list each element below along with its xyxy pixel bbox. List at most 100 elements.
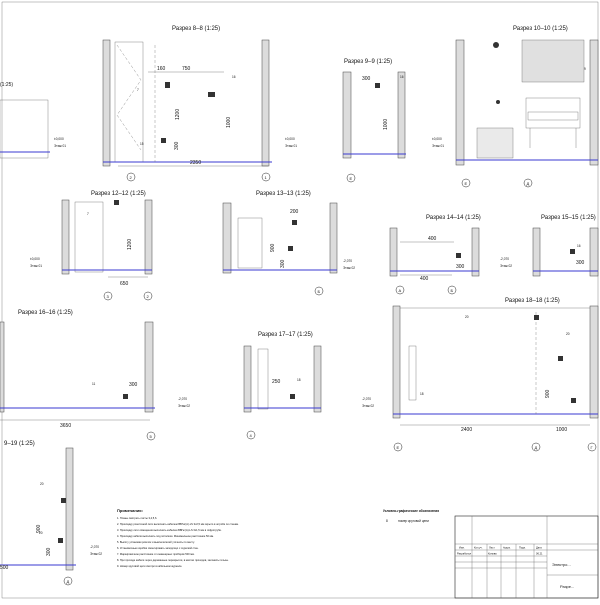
svg-text:Е: Е (350, 176, 353, 181)
note-line: 1. Планы смотреть листы 3,4,5,6. (117, 516, 157, 520)
svg-text:400: 400 (420, 276, 429, 282)
note-line: 9. Номер круговой цепи смотри в кабельно… (117, 564, 183, 568)
svg-text:20: 20 (566, 332, 570, 336)
note-line: 5. Высоту установки розеток и выключател… (117, 540, 195, 544)
svg-text:1: 1 (265, 175, 268, 180)
svg-text:-2,070: -2,070 (500, 257, 509, 261)
svg-text:Этаж 01: Этаж 01 (30, 264, 42, 268)
note-line: 6. Установочные коробки смонтировать зап… (117, 546, 199, 550)
svg-text:2400: 2400 (461, 427, 472, 433)
section-13: Разрез 13–13 (1:25) 200 900 300 Б -2,070… (222, 191, 355, 296)
svg-text:Конова: Конова (488, 552, 497, 556)
section-16: Разрез 16–16 (1:25) 300 11 3650 5 -2,070… (0, 310, 190, 441)
note-line: 4. Прокладку кабеля выполнять под потолк… (117, 534, 214, 538)
svg-text:4: 4 (250, 433, 253, 438)
legend-symbol: 8 (386, 519, 388, 523)
svg-text:Б: Б (318, 289, 321, 294)
section-8: Разрез 8–8 (1:25) 160 750 1200 1000 300 … (102, 26, 297, 182)
svg-text:3: 3 (107, 294, 110, 299)
section-12-title: Разрез 12–12 (1:25) (91, 191, 146, 197)
svg-text:300: 300 (46, 547, 52, 556)
svg-text:2: 2 (130, 175, 133, 180)
svg-text:Е: Е (465, 181, 468, 186)
svg-text:11: 11 (92, 382, 96, 386)
svg-text:Подп.: Подп. (519, 546, 526, 550)
section-18: Разрез 18–18 (1:25) 20 20 900 18 2400 10… (392, 298, 599, 452)
svg-text:2350: 2350 (190, 160, 201, 166)
svg-text:Разре...: Разре... (560, 584, 574, 589)
svg-text:Этаж 01: Этаж 01 (432, 144, 444, 148)
svg-text:Е: Е (397, 445, 400, 450)
svg-text:300: 300 (174, 141, 180, 150)
title-block: Изм. Кол.уч. Лист №док. Подп. Дата Разра… (454, 515, 599, 599)
section-7: (1:25) ±0,000 Этаж 01 (0, 82, 66, 159)
section-13-title: Разрез 13–13 (1:25) (256, 191, 311, 197)
section-10-title: Разрез 10–10 (1:25) (513, 26, 568, 32)
svg-text:Г: Г (591, 445, 594, 450)
svg-text:Этаж 01: Этаж 01 (285, 144, 297, 148)
svg-text:2: 2 (147, 294, 150, 299)
svg-text:300: 300 (129, 382, 138, 388)
svg-text:900: 900 (545, 389, 551, 398)
section-17-title: Разрез 17–17 (1:25) (258, 332, 313, 338)
svg-text:Разработал: Разработал (457, 552, 472, 556)
svg-text:А: А (399, 288, 402, 293)
section-7-title: (1:25) (0, 82, 13, 88)
svg-text:Б: Б (451, 288, 454, 293)
svg-text:250: 250 (272, 379, 281, 385)
section-16-title: Разрез 16–16 (1:25) (18, 310, 73, 316)
svg-text:9: 9 (584, 67, 586, 71)
svg-text:Этаж 02: Этаж 02 (500, 264, 512, 268)
section-19-title: 9–19 (1:25) (4, 441, 35, 447)
note-line: 3. Прокладку сети освещения выполнять ка… (117, 528, 222, 532)
svg-text:3650: 3650 (60, 423, 71, 429)
svg-text:1200: 1200 (127, 239, 133, 250)
svg-text:Дата: Дата (536, 546, 542, 550)
svg-text:300: 300 (280, 259, 286, 268)
notes-block: Примечания: 1. Планы смотреть листы 3,4,… (117, 508, 239, 568)
section-8-title: Разрез 8–8 (1:25) (172, 26, 220, 32)
svg-text:-2,070: -2,070 (90, 545, 99, 549)
svg-text:300: 300 (362, 76, 371, 82)
note-line: 8. При проходе кабеля через деревянные п… (117, 558, 229, 562)
svg-text:18: 18 (420, 392, 424, 396)
svg-text:-2,070: -2,070 (178, 397, 187, 401)
svg-text:900: 900 (270, 243, 276, 252)
svg-text:-2,070: -2,070 (343, 259, 352, 263)
svg-text:15: 15 (140, 142, 144, 146)
svg-text:Этаж 02: Этаж 02 (178, 404, 190, 408)
svg-text:200: 200 (290, 209, 299, 215)
svg-text:20: 20 (39, 531, 43, 535)
svg-text:500: 500 (0, 565, 9, 571)
svg-text:Этаж 01: Этаж 01 (54, 144, 66, 148)
section-18-title: Разрез 18–18 (1:25) (505, 298, 560, 304)
svg-text:1000: 1000 (226, 117, 232, 128)
svg-text:400: 400 (428, 236, 437, 242)
note-line: 2. Прокладку розеточной сети выполнять к… (117, 522, 239, 526)
svg-text:Кол.уч.: Кол.уч. (474, 546, 483, 550)
svg-text:160: 160 (157, 66, 166, 72)
svg-text:Этаж 02: Этаж 02 (362, 404, 374, 408)
svg-text:Этаж 02: Этаж 02 (90, 552, 102, 556)
svg-text:16: 16 (400, 75, 404, 79)
svg-text:Д: Д (527, 181, 530, 186)
svg-text:900: 900 (36, 524, 42, 533)
svg-text:№док.: №док. (503, 547, 511, 550)
svg-text:16: 16 (577, 244, 581, 248)
svg-text:7: 7 (137, 88, 139, 92)
svg-text:-2,070: -2,070 (362, 397, 371, 401)
svg-text:06.21: 06.21 (536, 552, 543, 556)
section-10: Разрез 10–10 (1:25) 9 Е Д (455, 26, 599, 188)
legend-block: Условно-графические обозначения 8 номер … (383, 509, 439, 523)
svg-text:16: 16 (232, 75, 236, 79)
svg-text:Этаж 02: Этаж 02 (343, 266, 355, 270)
svg-text:±0,000: ±0,000 (54, 137, 64, 141)
section-14: Разрез 14–14 (1:25) 400 300 400 А Б -2,0… (389, 215, 512, 295)
section-19: 9–19 (1:25) 20 20 900 300 500 Д -2,070 Э… (0, 441, 102, 586)
section-12: Разрез 12–12 (1:25) 1200 7 650 3 2 ±0,00… (30, 191, 153, 301)
section-15: Разрез 15–15 (1:25) 300 16 (532, 215, 599, 277)
svg-text:±0,000: ±0,000 (285, 137, 295, 141)
